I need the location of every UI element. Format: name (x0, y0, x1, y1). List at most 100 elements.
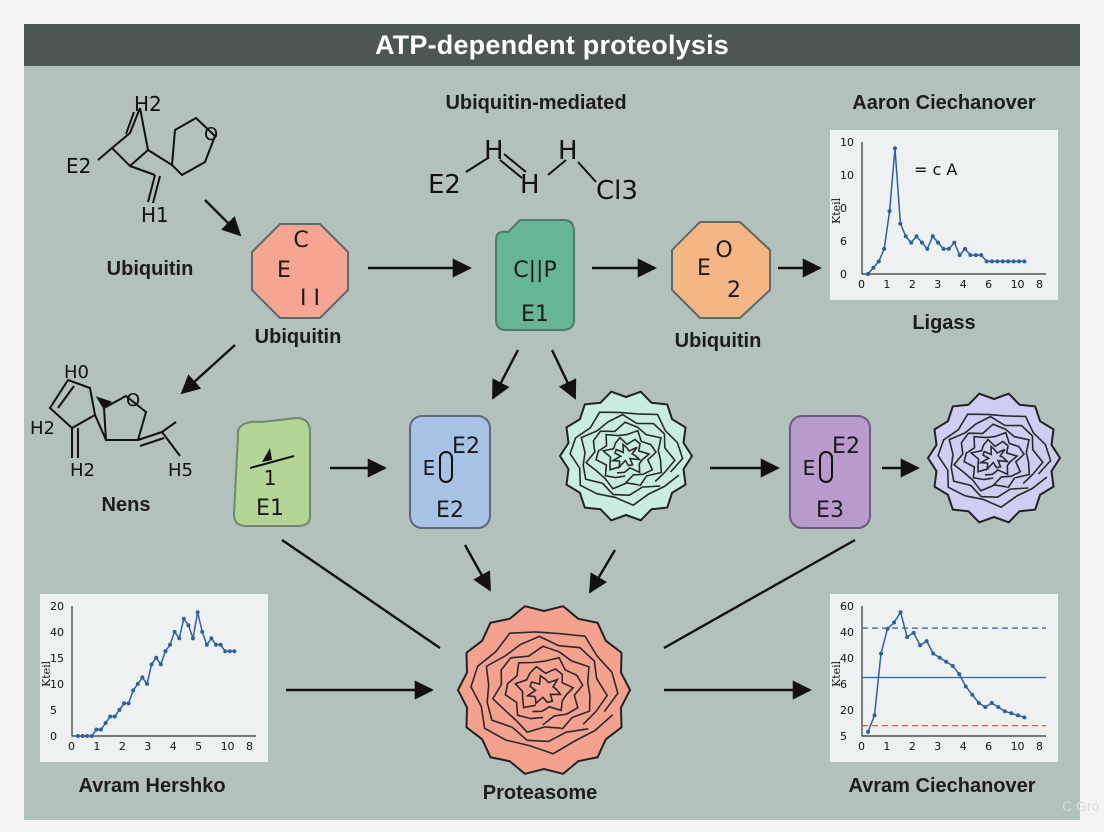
line-e3-to-proteasome (663, 538, 856, 650)
molecule-1 (97, 107, 217, 204)
e1-top-card[interactable] (495, 219, 575, 331)
chart-point (204, 642, 209, 647)
chart-point (117, 707, 122, 712)
e1-top-line1: C||P (513, 258, 557, 283)
chart-point (1006, 259, 1011, 264)
chart-point (232, 649, 237, 654)
chart-annotation: = c A (914, 160, 958, 179)
label-nens: Nens (101, 494, 151, 516)
chart-x-tick: 2 (908, 740, 916, 753)
m2-e2: E2 (428, 170, 461, 200)
chart-y-tick: 10 (50, 678, 64, 691)
chart-series-line (867, 610, 1025, 733)
chart-point (931, 651, 936, 656)
label-ubiquitin-center: Ubiquitin (254, 326, 342, 348)
chart-point (918, 643, 923, 648)
chart-point (914, 234, 919, 239)
ubq-right-line2: E (697, 256, 711, 281)
chart-y-tick: 20 (840, 704, 854, 717)
chart-point (996, 705, 1001, 710)
chart-x-tick: 4 (959, 740, 967, 753)
chart-svg (861, 142, 1046, 276)
chart-point (181, 616, 186, 621)
m1-h1: H1 (141, 203, 169, 227)
chart-point (195, 610, 200, 615)
m2-h-b: H (520, 170, 540, 200)
chart-point (871, 265, 876, 270)
chart-point (223, 649, 228, 654)
ubq-right-line1: O (715, 238, 733, 263)
chart-point (885, 626, 890, 631)
chart-point (983, 705, 988, 710)
chart-point (191, 636, 195, 641)
e3-mid-card[interactable] (789, 415, 871, 529)
chart-y-tick: 5 (840, 730, 847, 743)
chart-point (979, 253, 984, 258)
chart-x-tick: 10 (1010, 278, 1025, 291)
ubq-octagon-line1: C (293, 228, 309, 253)
chart-point (227, 649, 232, 654)
chart-point (1009, 711, 1014, 716)
title-bar: ATP-dependent proteolysis (24, 24, 1080, 66)
chart-point (172, 629, 177, 634)
chart-x-tick: 0 (858, 740, 865, 753)
m1-o: O (204, 124, 219, 145)
e2-mid-line3: E2 (436, 498, 464, 523)
chart-point (950, 663, 955, 668)
chart-series-line (78, 612, 235, 737)
e2-mid-line2: E2 (452, 434, 480, 459)
ubiquitin-octagon-right[interactable] (671, 221, 771, 319)
chart-axes (71, 606, 256, 737)
chart-point (186, 623, 191, 628)
chart-y-label: Kteil (830, 660, 843, 687)
chart-x-tick: 10 (1010, 740, 1025, 753)
e3-mid-line3: E3 (816, 498, 844, 523)
m1-e2: E2 (66, 154, 92, 178)
watermark: C Gro (1062, 798, 1100, 814)
arrow-ubiquitin-to-nens (180, 344, 236, 395)
ubq-octagon-line2: E (277, 258, 291, 283)
m1-h2: H2 (134, 92, 162, 116)
chart-x-tick: 1 (883, 278, 891, 291)
chart-point (158, 662, 163, 667)
chart-y-tick: 6 (840, 678, 847, 691)
chart-point (1017, 259, 1022, 264)
chart-point (973, 253, 978, 258)
e1-mid-card[interactable] (232, 416, 311, 527)
chart-point (903, 234, 908, 239)
chart-point (76, 734, 80, 738)
chart-y-tick: 10 (840, 169, 854, 182)
chart-point (149, 662, 154, 667)
chart-point (995, 259, 1000, 264)
chart-y-label: Kteil (830, 197, 843, 224)
chart-y-tick: 15 (50, 652, 64, 665)
chart-point (990, 259, 995, 264)
chart-point (976, 700, 981, 705)
label-avram-ciechanover: Avram Ciechanover (848, 775, 1036, 797)
label-aaron-ciechanover: Aaron Ciechanover (852, 92, 1036, 114)
chart-y-label: Kteil (40, 660, 53, 687)
chart-point (925, 246, 930, 251)
chart-point (1000, 259, 1005, 264)
chart-point (112, 714, 117, 719)
label-avram-hershko: Avram Hershko (78, 775, 226, 797)
chart-point (214, 642, 218, 647)
e2-mid-card[interactable] (409, 415, 491, 529)
chart-y-tick: 40 (50, 626, 64, 639)
chart-x-tick: 8 (246, 740, 253, 753)
chart-x-tick: 0 (858, 278, 865, 291)
chart-x-tick: 8 (1036, 740, 1043, 753)
m3-h0: H0 (64, 362, 89, 383)
chart-point (952, 240, 957, 245)
chart-point (930, 234, 935, 239)
e2-mid-line1: E (422, 456, 436, 480)
ubiquitin-octagon[interactable] (251, 223, 349, 319)
proteasome-blob[interactable] (456, 605, 632, 775)
ubq-right-line3: 2 (727, 278, 741, 303)
arrow-e2-to-proteasome (463, 544, 492, 592)
m3-h2a: H2 (30, 418, 55, 439)
chart-point (99, 727, 103, 732)
